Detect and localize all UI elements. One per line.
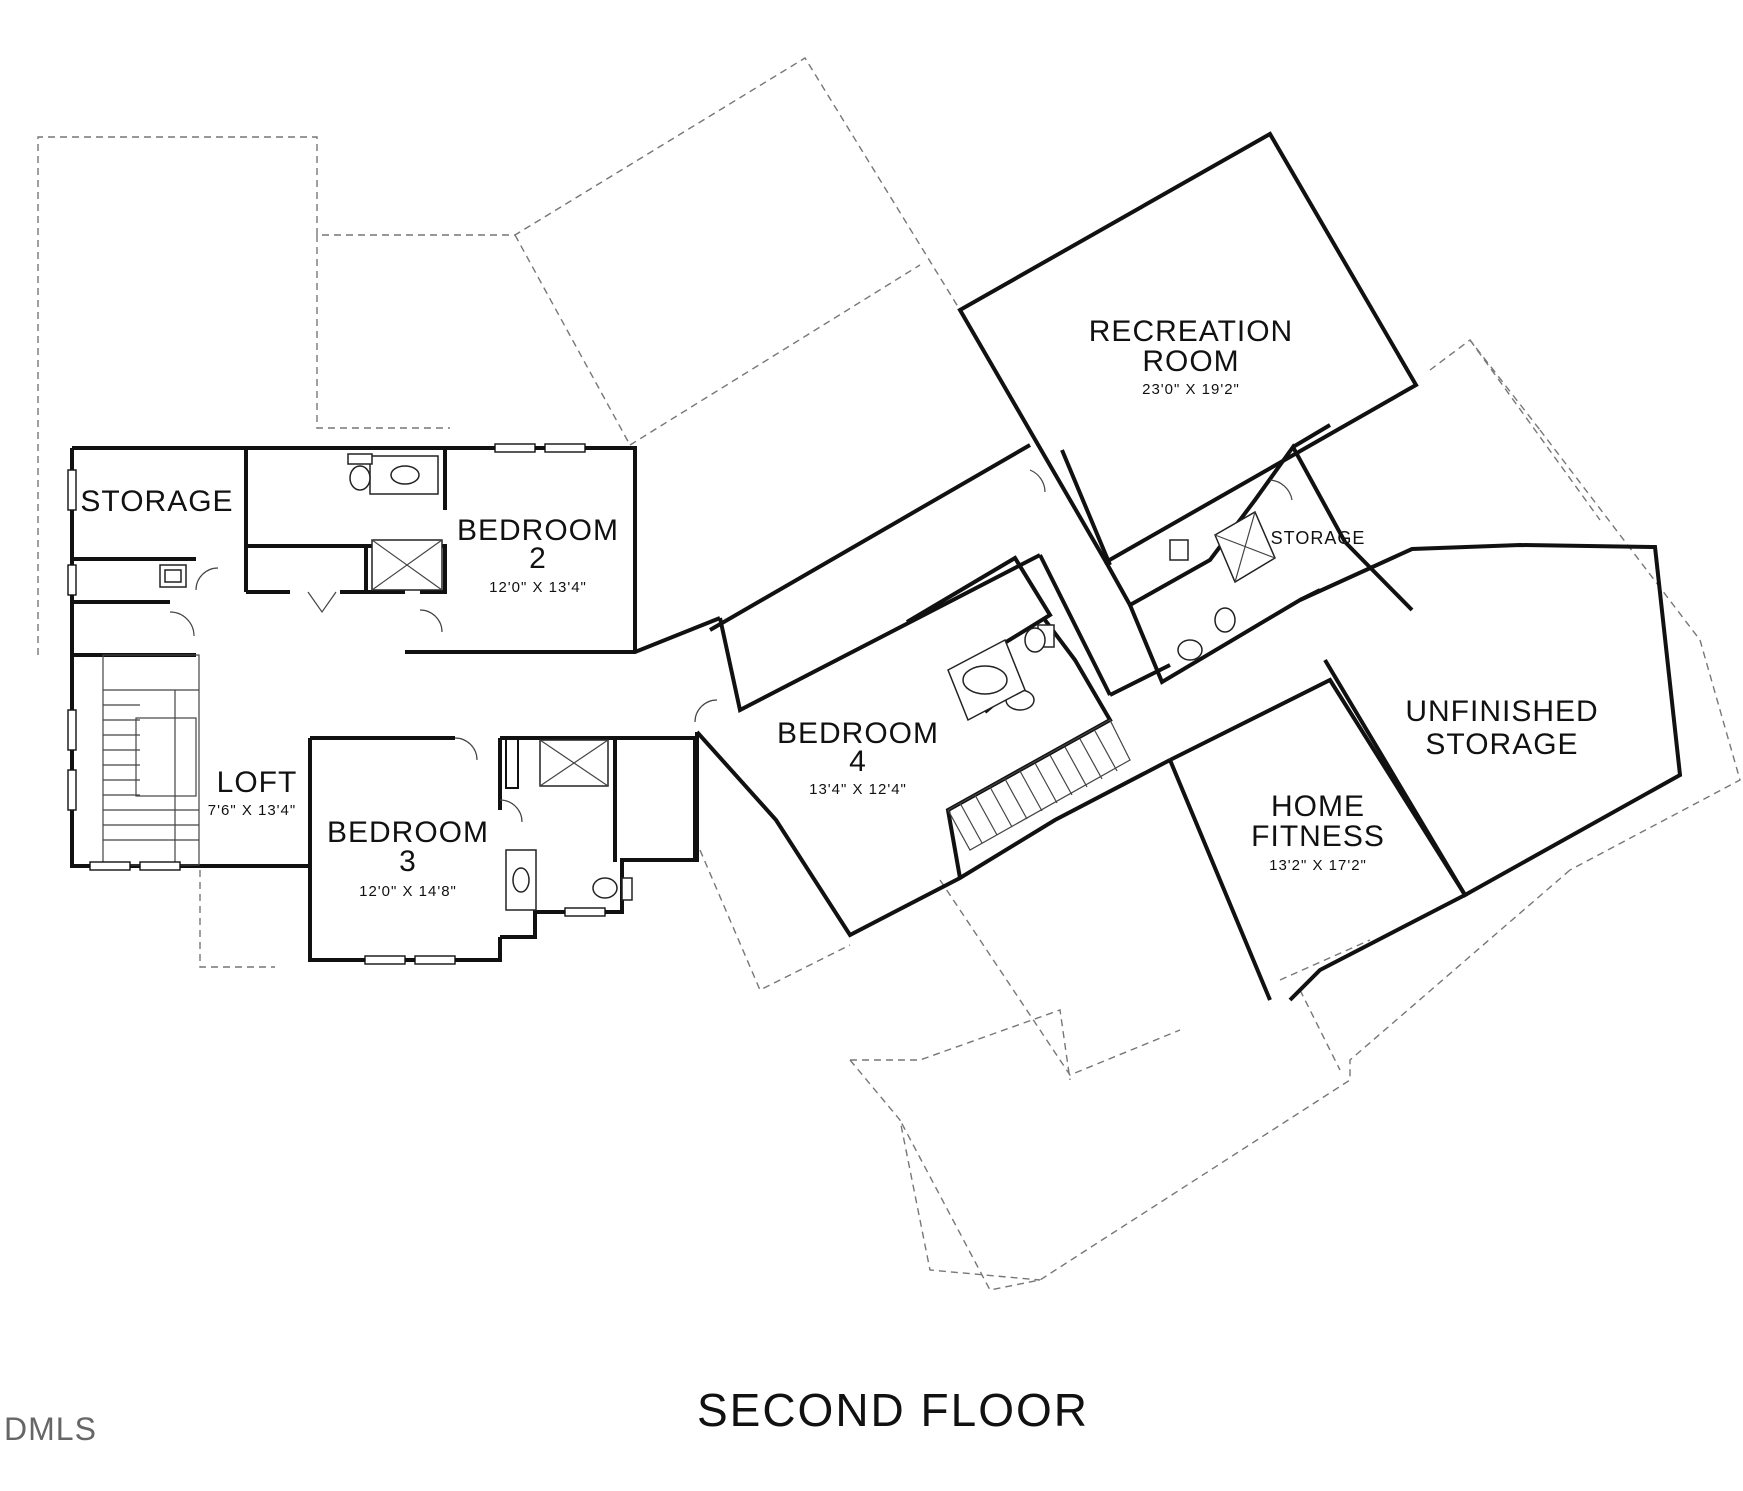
loft-label: LOFT — [217, 766, 298, 799]
storage-left-label: STORAGE — [80, 485, 233, 518]
loft-dims: 7'6" X 13'4" — [208, 802, 296, 819]
recreation-label-line1: RECREATION — [1089, 315, 1293, 348]
recreation-dims: 23'0" X 19'2" — [1142, 381, 1240, 398]
bedroom4-label-line2: 4 — [849, 745, 867, 778]
bedroom4-label-line1: BEDROOM — [777, 717, 939, 750]
bedroom2-dims: 12'0" X 13'4" — [489, 579, 587, 596]
fitness-dims: 13'2" X 17'2" — [1269, 857, 1367, 874]
bedroom3-label-line2: 3 — [399, 845, 417, 878]
fixtures — [159, 453, 1276, 911]
recreation-label-line2: ROOM — [1142, 345, 1239, 378]
bedroom2-label-line2: 2 — [529, 542, 547, 575]
bedroom2-label-line1: BEDROOM — [457, 514, 619, 547]
windows — [67, 443, 606, 965]
storage-small-label: STORAGE — [1271, 528, 1366, 548]
doors — [169, 469, 1293, 823]
stairs-center — [947, 719, 1131, 851]
center-walls — [695, 443, 1171, 938]
bedroom3-label-line1: BEDROOM — [327, 816, 489, 849]
fitness-label-line1: HOME — [1271, 790, 1365, 823]
room-labels: STORAGE BEDROOM 2 12'0" X 13'4" LOFT 7'6… — [80, 315, 1598, 900]
stairs-loft — [102, 654, 200, 866]
watermark: DMLS — [4, 1411, 97, 1447]
floor-title: SECOND FLOOR — [697, 1384, 1089, 1436]
bedroom4-dims: 13'4" X 12'4" — [809, 781, 907, 798]
fitness-label-line2: FITNESS — [1251, 820, 1385, 853]
roof-outlines — [37, 57, 1741, 1291]
bedroom3-dims: 12'0" X 14'8" — [359, 883, 457, 900]
unfinished-label-line2: STORAGE — [1425, 728, 1578, 761]
unfinished-label-line1: UNFINISHED — [1405, 695, 1598, 728]
